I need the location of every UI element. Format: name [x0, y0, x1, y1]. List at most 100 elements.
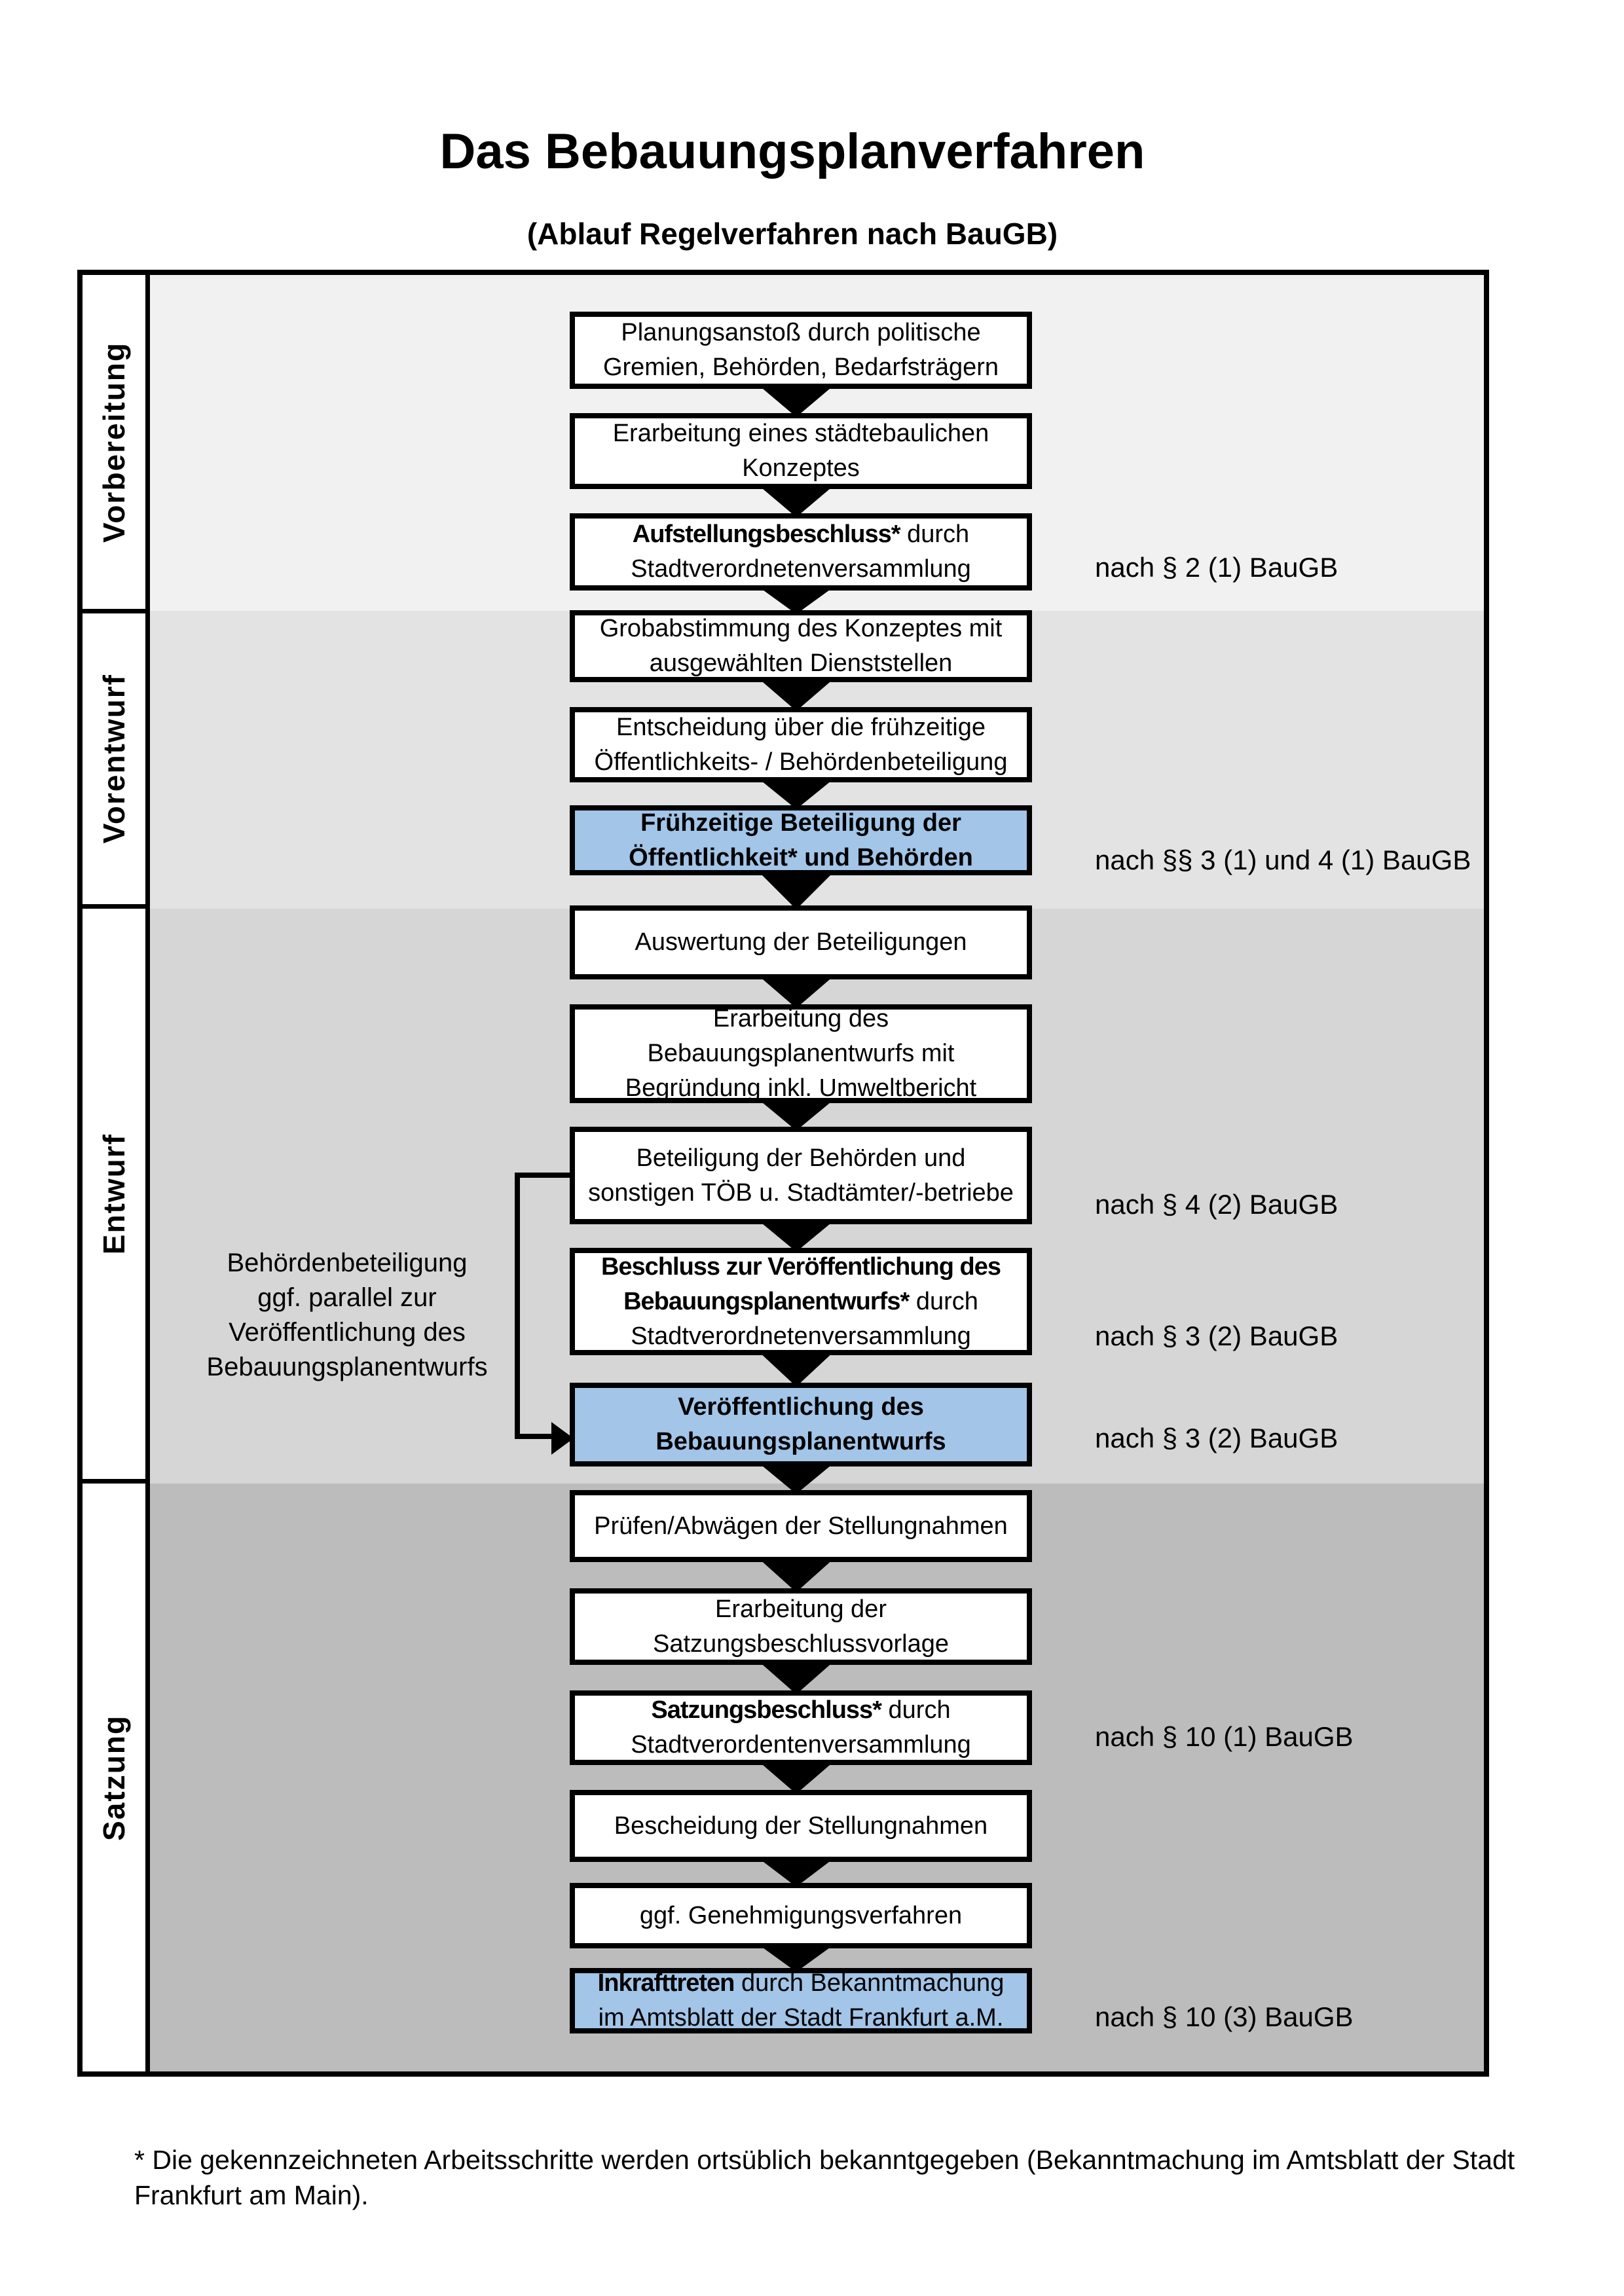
box-line: Bescheidung der Stellungnahmen: [614, 1812, 988, 1840]
box-line: Erarbeitung der: [715, 1595, 887, 1623]
connector-line: [515, 1173, 570, 1178]
box-line-rest: durch Bekanntmachung: [734, 1969, 1005, 1997]
phase-label-vorbereitung: Vorbereitung: [97, 341, 131, 543]
connector-line: [515, 1434, 553, 1439]
flow-arrow-down-icon: [758, 1944, 834, 1972]
phase-cell-vorentwurf: Vorentwurf: [83, 613, 150, 909]
side-note-line: Veröffentlichung des: [229, 1318, 466, 1347]
process-box-planungsanstoss: Planungsanstoß durch politische Gremien,…: [570, 312, 1032, 389]
flow-arrow-down-icon: [758, 678, 834, 711]
connector-line: [515, 1173, 520, 1439]
box-line-rest: durch: [881, 1696, 951, 1724]
box-line: Beschluss zur Veröffentlichung des: [601, 1250, 1001, 1285]
box-line: Bebauungsplanentwurfs: [655, 1428, 946, 1455]
process-box-pruefen-abwaegen: Prüfen/Abwägen der Stellungnahmen: [570, 1490, 1032, 1562]
process-box-satzungsvorlage: Erarbeitung der Satzungsbeschlussvorlage: [570, 1588, 1032, 1665]
box-line-rest: durch: [909, 1287, 978, 1315]
phase-cell-entwurf: Entwurf: [83, 909, 150, 1484]
box-line: im Amtsblatt der Stadt Frankfurt a.M.: [598, 2004, 1004, 2032]
box-line: Auswertung der Beteiligungen: [635, 928, 967, 956]
process-box-satzungsbeschluss: Satzungsbeschluss* durch Stadtverordente…: [570, 1690, 1032, 1765]
side-note-line: Bebauungsplanentwurfs: [206, 1353, 488, 1381]
box-line: Bebauungsplanentwurfs* durch: [623, 1285, 978, 1319]
flow-arrow-down-icon: [758, 485, 834, 517]
phase-cell-satzung: Satzung: [83, 1484, 150, 2071]
law-ref: nach §§ 3 (1) und 4 (1) BauGB: [1095, 845, 1471, 875]
side-note-line: Behördenbeteiligung: [227, 1248, 468, 1277]
flow-arrow-down-icon: [758, 1558, 834, 1592]
flow-arrow-down-icon: [758, 778, 834, 809]
law-ref: nach § 3 (2) BauGB: [1095, 1321, 1338, 1351]
process-box-auswertung: Auswertung der Beteiligungen: [570, 905, 1032, 979]
process-box-fruehzeitige-beteiligung: Frühzeitige Beteiligung der Öffentlichke…: [570, 805, 1032, 875]
box-line: Beteiligung der Behörden und: [636, 1144, 966, 1172]
process-box-genehmigungsverfahren: ggf. Genehmigungsverfahren: [570, 1883, 1032, 1948]
law-ref: nach § 10 (1) BauGB: [1095, 1721, 1354, 1752]
box-line: ggf. Genehmigungsverfahren: [639, 1901, 963, 1929]
phase-cell-vorbereitung: Vorbereitung: [83, 275, 150, 613]
box-line: Erarbeitung eines städtebaulichen: [612, 420, 989, 447]
box-line: Frühzeitige Beteiligung der: [640, 809, 961, 837]
process-box-entscheidung-beteiligung: Entscheidung über die frühzeitige Öffent…: [570, 707, 1032, 782]
law-ref: nach § 2 (1) BauGB: [1095, 552, 1338, 583]
box-line: Prüfen/Abwägen der Stellungnahmen: [594, 1512, 1008, 1540]
box-line: Öffentlichkeit* und Behörden: [629, 843, 973, 871]
box-line-rest: durch: [900, 520, 970, 548]
process-box-inkrafttreten: Inkrafttreten durch Bekanntmachung im Am…: [570, 1968, 1032, 2033]
flow-arrow-down-icon: [758, 587, 834, 614]
process-box-aufstellungsbeschluss: Aufstellungsbeschluss* durch Stadtverord…: [570, 513, 1032, 591]
law-ref: nach § 4 (2) BauGB: [1095, 1189, 1338, 1220]
law-ref: nach § 3 (2) BauGB: [1095, 1423, 1338, 1453]
process-box-erarbeitung-entwurf: Erarbeitung des Bebauungsplanentwurfs mi…: [570, 1004, 1032, 1103]
footnote-line: * Die gekennzeichneten Arbeitsschritte w…: [134, 2145, 1515, 2175]
phase-label-entwurf: Entwurf: [97, 1133, 131, 1255]
flow-arrow-down-icon: [758, 1661, 834, 1694]
law-ref: nach § 10 (3) BauGB: [1095, 2001, 1354, 2032]
process-box-grobabstimmung: Grobabstimmung des Konzeptes mit ausgewä…: [570, 610, 1032, 682]
phase-label-vorentwurf: Vorentwurf: [97, 674, 131, 844]
box-line: Gremien, Behörden, Bedarfsträgern: [602, 354, 999, 381]
flow-arrow-down-icon: [758, 1761, 834, 1794]
process-box-erarbeitung-konzept: Erarbeitung eines städtebaulichen Konzep…: [570, 413, 1032, 489]
box-line: Erarbeitung des: [712, 1005, 889, 1032]
phase-label-satzung: Satzung: [97, 1714, 131, 1841]
box-line: Satzungsbeschlussvorlage: [652, 1630, 950, 1658]
box-line: ausgewählten Dienststellen: [649, 649, 953, 677]
box-line-strong: Aufstellungsbeschluss*: [632, 520, 901, 548]
flow-arrow-down-icon: [758, 1099, 834, 1131]
box-line: Stadtverordnetenversammlung: [631, 555, 971, 583]
box-line-strong: Bebauungsplanentwurfs*: [623, 1287, 910, 1315]
box-line: Planungsanstoß durch politische: [621, 319, 981, 346]
box-line: Entscheidung über die frühzeitige: [616, 713, 986, 741]
process-box-bescheidung: Bescheidung der Stellungnahmen: [570, 1790, 1032, 1862]
footnote-line: Frankfurt am Main).: [134, 2180, 369, 2210]
box-line-strong: Satzungsbeschluss*: [651, 1696, 882, 1724]
side-note-line: ggf. parallel zur: [257, 1283, 437, 1312]
box-line: Begründung inkl. Umweltbericht: [625, 1074, 977, 1102]
process-box-veroeffentlichung: Veröffentlichung des Bebauungsplanentwur…: [570, 1383, 1032, 1467]
box-line: Grobabstimmung des Konzeptes mit: [599, 615, 1003, 642]
flow-arrow-down-icon: [758, 1858, 834, 1887]
box-line: Satzungsbeschluss* durch: [651, 1693, 950, 1728]
box-line: Konzeptes: [742, 454, 860, 482]
flow-arrow-down-icon: [758, 1220, 834, 1252]
process-box-behoerdenbeteiligung: Beteiligung der Behörden und sonstigen T…: [570, 1127, 1032, 1224]
box-line-strong: Inkrafttreten: [597, 1969, 735, 1997]
box-line: Stadtverordentenversammlung: [631, 1731, 971, 1758]
box-line: Inkrafttreten durch Bekanntmachung: [598, 1966, 1005, 2001]
box-line: Stadtverordnetenversammlung: [631, 1322, 971, 1350]
connector-arrow-right-icon: [551, 1422, 574, 1455]
diagram-frame: [77, 270, 1489, 2077]
page-title: Das Bebauungsplanverfahren: [439, 124, 1145, 179]
flow-arrow-down-icon: [758, 1463, 834, 1494]
process-box-beschluss-veroeffentlichung: Beschluss zur Veröffentlichung des Bebau…: [570, 1248, 1032, 1355]
flow-arrow-down-icon: [758, 871, 834, 909]
box-line: Aufstellungsbeschluss* durch: [633, 517, 969, 552]
box-line-strong: Beschluss zur Veröffentlichung des: [600, 1252, 1001, 1281]
flow-arrow-down-icon: [758, 385, 834, 417]
side-note: Behördenbeteiligung ggf. parallel zur Ve…: [183, 1246, 511, 1385]
flow-arrow-down-icon: [758, 1351, 834, 1387]
box-line: Öffentlichkeits- / Behördenbeteiligung: [594, 748, 1008, 776]
box-line: Bebauungsplanentwurfs mit: [647, 1040, 955, 1067]
